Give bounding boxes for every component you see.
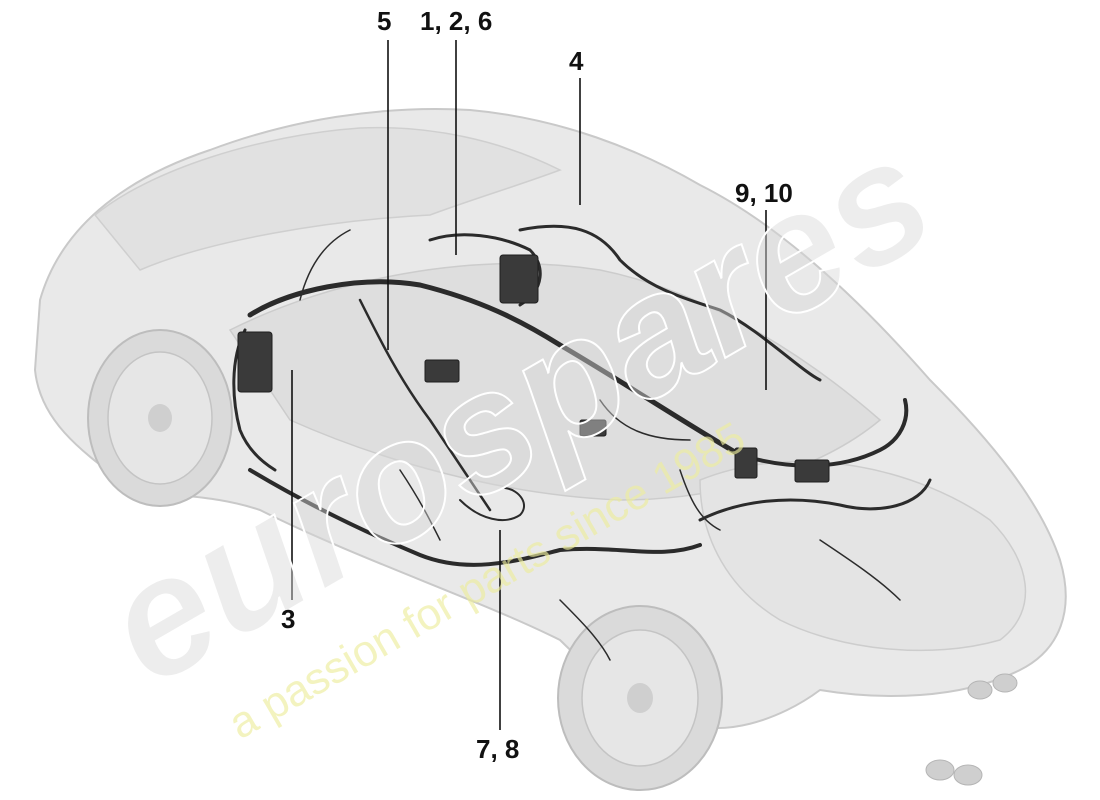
harness-engine [698, 478, 932, 522]
callout-3: 3 [281, 604, 296, 634]
rear-wheel [557, 605, 723, 791]
car-windshield [93, 126, 562, 271]
main-harness-trunk [247, 279, 743, 458]
callout-4: 4 [569, 46, 584, 76]
car-rear-deck [699, 460, 1027, 652]
leader-lines [291, 40, 767, 730]
harness-rear-branch [738, 398, 909, 468]
dash-module [499, 254, 539, 304]
center-module [424, 359, 460, 383]
front-wheel [87, 329, 233, 507]
callout-5: 5 [377, 6, 392, 36]
front-fuse-box [237, 331, 273, 393]
harness-sill [248, 468, 702, 567]
harness-tunnel [358, 298, 492, 512]
exhaust-tips [925, 673, 1018, 786]
tunnel-module [579, 419, 607, 437]
harness-center-loop [459, 487, 525, 521]
rear-module [734, 447, 758, 479]
rear-junction-box [794, 459, 830, 483]
wiring-harness [232, 224, 932, 661]
electrical-modules [237, 254, 830, 483]
harness-right-door [518, 224, 822, 382]
harness-front-left [232, 328, 277, 472]
callout-7-8: 7, 8 [476, 734, 520, 764]
callout-9-10: 9, 10 [735, 178, 793, 208]
callout-1-2-6: 1, 2, 6 [420, 6, 493, 36]
